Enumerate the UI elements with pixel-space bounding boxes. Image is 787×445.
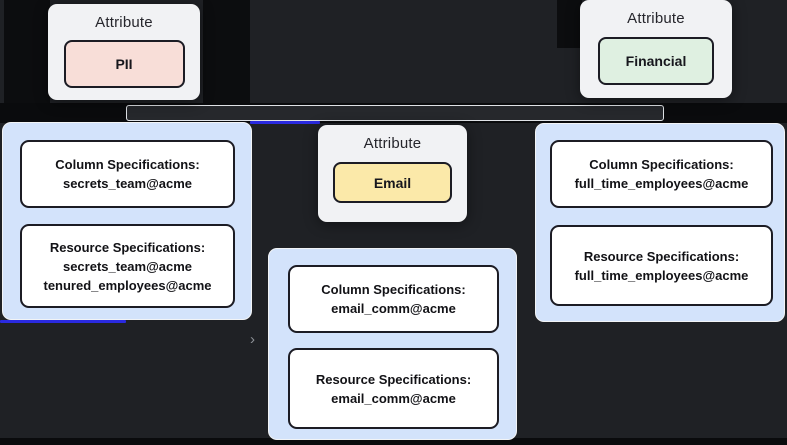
column-spec-value: secrets_team@acme [62, 176, 193, 191]
dark-band-bottom [0, 438, 787, 445]
column-spec-value: full_time_employees@acme [574, 176, 749, 191]
spec-card-full-time-employees[interactable]: Column Specifications: full_time_employe… [535, 123, 785, 322]
resource-spec-box[interactable]: Resource Specifications: full_time_emplo… [550, 225, 773, 306]
column-spec-box[interactable]: Column Specifications: full_time_employe… [550, 140, 773, 208]
attribute-value-email[interactable]: Email [333, 162, 452, 203]
edge-arrowhead-icon: › [250, 331, 255, 348]
attribute-node-pii[interactable]: Attribute PII [48, 4, 200, 100]
resource-spec-heading: Resource Specifications: [49, 239, 206, 255]
resource-spec-heading: Resource Specifications: [583, 248, 740, 264]
column-spec-box[interactable]: Column Specifications: secrets_team@acme [20, 140, 235, 208]
attribute-node-financial[interactable]: Attribute Financial [580, 0, 732, 98]
resource-spec-box[interactable]: Resource Specifications: secrets_team@ac… [20, 224, 235, 308]
column-spec-value: email_comm@acme [331, 301, 456, 316]
attribute-node-email[interactable]: Attribute Email [318, 125, 467, 222]
shadow-patch-left-of-financial [557, 0, 582, 48]
attribute-node-title: Attribute [95, 14, 153, 31]
shadow-patch-right-of-pii [203, 0, 250, 103]
shadow-patch-left-of-pii [4, 0, 50, 103]
resource-spec-box[interactable]: Resource Specifications: email_comm@acme [288, 348, 499, 429]
collapsed-edge-bar [126, 105, 664, 121]
attribute-node-title: Attribute [363, 135, 422, 152]
attribute-value-financial[interactable]: Financial [598, 37, 714, 85]
resource-spec-heading: Resource Specifications: [315, 371, 472, 387]
spec-card-secrets-team[interactable]: Column Specifications: secrets_team@acme… [2, 122, 252, 320]
selected-edge-segment-top[interactable] [250, 121, 320, 124]
column-spec-heading: Column Specifications: [321, 282, 466, 297]
column-spec-heading: Column Specifications: [55, 157, 200, 172]
column-spec-box[interactable]: Column Specifications: email_comm@acme [288, 265, 499, 333]
attribute-value-pii[interactable]: PII [63, 40, 185, 88]
resource-spec-value: email_comm@acme [331, 390, 456, 406]
resource-spec-value: secrets_team@acme [62, 258, 193, 274]
spec-card-email-comm[interactable]: Column Specifications: email_comm@acme R… [268, 248, 517, 440]
selected-edge-segment-left[interactable] [0, 320, 126, 323]
resource-spec-value: full_time_employees@acme [574, 267, 749, 283]
column-spec-heading: Column Specifications: [589, 157, 734, 172]
attribute-node-title: Attribute [627, 10, 685, 27]
resource-spec-value: tenured_employees@acme [43, 277, 212, 293]
